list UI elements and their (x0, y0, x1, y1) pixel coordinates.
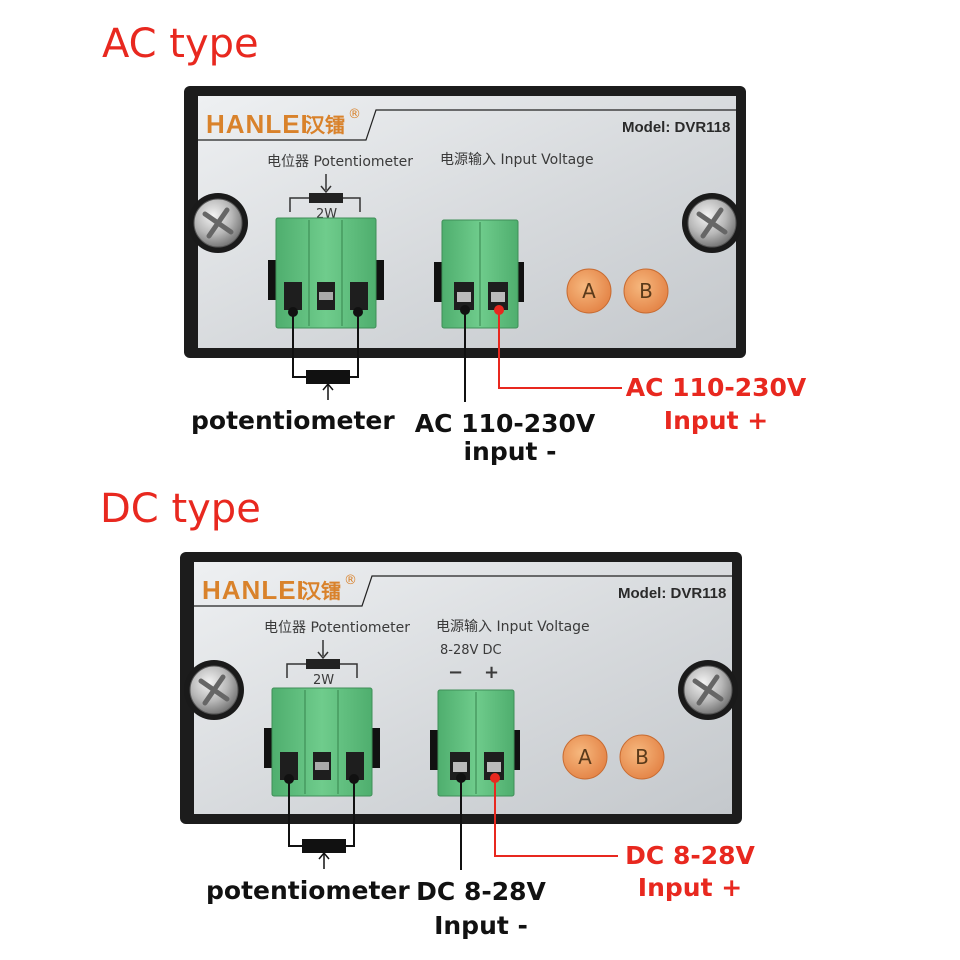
ac-input-terminal-block (434, 219, 524, 329)
dc-input-terminal-block (430, 689, 520, 797)
dc-pot-rating: 2W (313, 673, 334, 688)
dc-callout-plus-line1: DC 8-28V (625, 841, 755, 870)
ac-callout-potentiometer: potentiometer (191, 406, 395, 435)
dc-brand-registered-mark: ® (344, 573, 357, 588)
dc-callout-plus-line2: Input + (638, 873, 742, 902)
ac-pot-label: 电位器 Potentiometer (267, 154, 413, 170)
dc-button-b-label: B (635, 745, 649, 769)
dc-button-a-label: A (578, 745, 592, 769)
dc-button-a[interactable]: A (562, 734, 608, 780)
dc-device-panel: HANLEI 汉镭 ® Model: DVR118 电位器 Potentiome… (180, 552, 742, 824)
ac-section: AC type HANLEI 汉镭 ® Model: DVR118 电位器 Po… (102, 21, 807, 466)
dc-minus-sign: − (448, 662, 463, 683)
dc-input-label: 电源输入 Input Voltage (436, 619, 590, 635)
ac-external-potentiometer-symbol (306, 370, 350, 384)
dc-pot-symbol: 2W (286, 640, 358, 688)
dc-callout-minus-line1: DC 8-28V (416, 877, 546, 906)
dc-wiring (284, 773, 618, 870)
dc-pot-label: 电位器 Potentiometer (264, 620, 410, 636)
ac-callout-minus-line2: input - (463, 437, 556, 466)
ac-brand-registered-mark: ® (348, 107, 361, 122)
ac-button-a-label: A (582, 279, 596, 303)
dc-external-potentiometer-symbol (302, 839, 346, 853)
dc-button-b[interactable]: B (619, 734, 665, 780)
dc-brand-logo-cn: 汉镭 (301, 579, 341, 603)
dc-right-screw-icon (678, 660, 738, 720)
ac-brand-logo-cn: 汉镭 (305, 113, 345, 137)
ac-right-screw-icon (682, 193, 742, 253)
dc-plus-wire (494, 778, 618, 857)
ac-input-label: 电源输入 Input Voltage (440, 152, 594, 168)
dc-section: DC type HANLEI 汉镭 ® Model: DVR118 电位器 Po… (100, 486, 756, 940)
ac-button-b[interactable]: B (623, 268, 669, 314)
ac-callout-plus-line2: Input + (664, 406, 768, 435)
ac-pot-terminal-block (268, 217, 384, 329)
dc-model-label: Model: DVR118 (618, 585, 726, 602)
dc-voltage-range: 8-28V DC (440, 643, 502, 658)
ac-button-b-label: B (639, 279, 653, 303)
ac-wiring (288, 305, 622, 402)
dc-callout-minus-line2: Input - (434, 911, 528, 940)
ac-heading: AC type (102, 21, 259, 67)
dc-brand-logo: HANLEI (202, 575, 305, 605)
dc-left-screw-icon (184, 660, 244, 720)
ac-callout-minus-line1: AC 110-230V (415, 409, 596, 438)
ac-callout-plus-line1: AC 110-230V (626, 373, 807, 402)
ac-brand-logo: HANLEI (206, 109, 309, 139)
dc-callout-potentiometer: potentiometer (206, 876, 410, 905)
dc-plus-sign: + (484, 662, 499, 683)
dc-heading: DC type (100, 486, 261, 532)
ac-button-a[interactable]: A (566, 268, 612, 314)
ac-plus-wire (498, 310, 622, 389)
ac-model-label: Model: DVR118 (622, 119, 730, 136)
ac-device-panel: HANLEI 汉镭 ® Model: DVR118 电位器 Potentiome… (184, 86, 746, 358)
ac-left-screw-icon (188, 193, 248, 253)
dc-pot-terminal-block (264, 687, 380, 797)
